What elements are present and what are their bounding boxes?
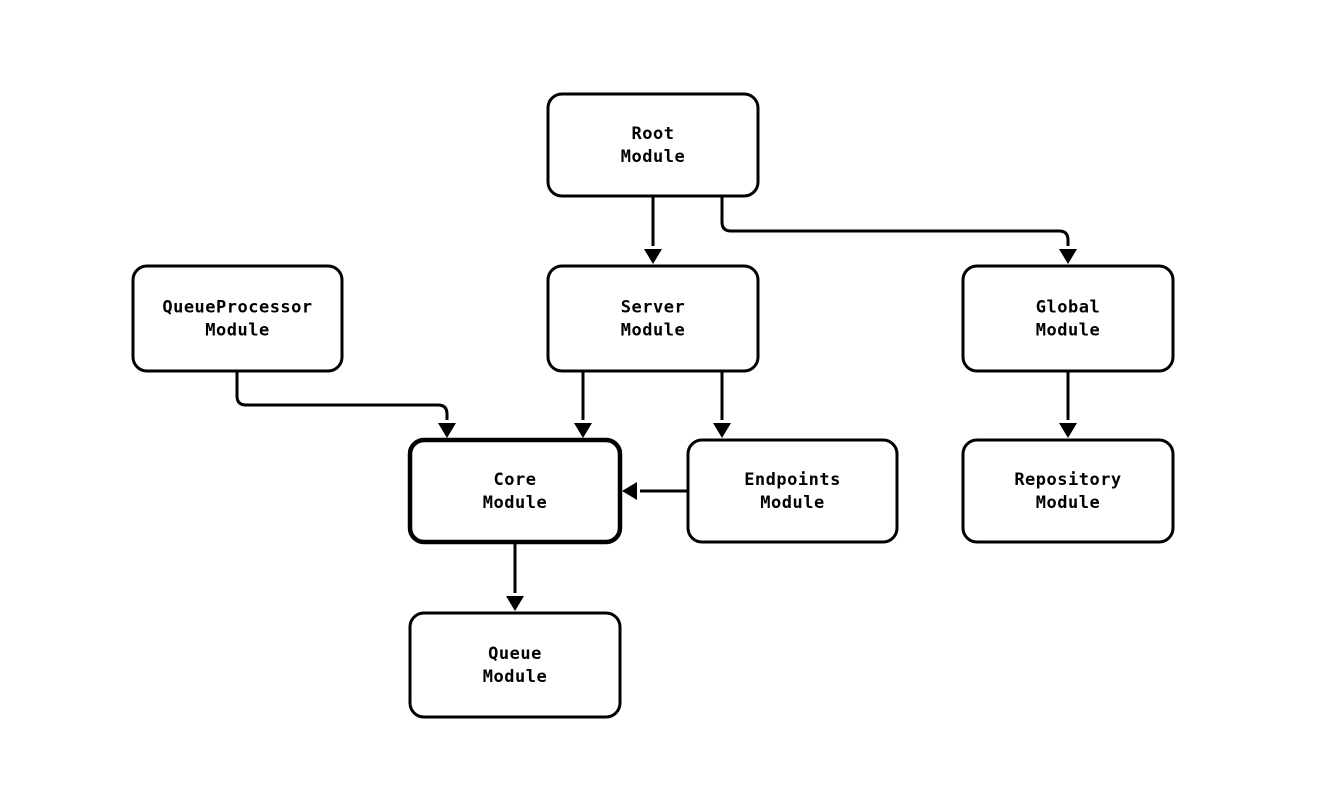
node-box[interactable] <box>546 92 760 198</box>
edge-layer <box>235 196 1077 611</box>
node-label-line1: Queue <box>488 644 542 664</box>
node-label-line1: Global <box>1036 298 1100 318</box>
node-label-line1: Repository <box>1014 470 1121 490</box>
node-label-line2: Module <box>205 321 269 341</box>
edge-endpoints-to-core <box>622 482 688 500</box>
edge-queueprocessor-to-core <box>235 371 456 438</box>
node-box[interactable] <box>961 438 1175 544</box>
edge-global-to-repository <box>1059 371 1077 438</box>
edge-server-to-endpoints <box>713 371 731 438</box>
node-label-line2: Module <box>621 321 685 341</box>
node-box[interactable] <box>546 264 760 373</box>
node-label-line2: Module <box>1036 493 1100 513</box>
node-label-line1: Endpoints <box>744 470 841 490</box>
edge-line <box>720 196 1070 246</box>
node-box[interactable] <box>131 264 344 373</box>
node-label-line2: Module <box>483 493 547 513</box>
node-label-line2: Module <box>483 667 547 687</box>
arrowhead-icon <box>1059 423 1077 438</box>
edge-root-to-global <box>720 196 1077 264</box>
edge-root-to-server <box>644 196 662 264</box>
node-label-line1: QueueProcessor <box>162 298 312 318</box>
arrowhead-icon <box>506 596 524 611</box>
arrowhead-icon <box>574 423 592 438</box>
edge-line <box>235 371 449 420</box>
arrowhead-icon <box>622 482 637 500</box>
node-label-line2: Module <box>760 493 824 513</box>
node-box[interactable] <box>407 437 623 545</box>
edge-core-to-queue <box>506 542 524 611</box>
node-box[interactable] <box>686 438 899 544</box>
arrowhead-icon <box>438 423 456 438</box>
node-label-line2: Module <box>1036 321 1100 341</box>
node-layer: RootModuleQueueProcessorModuleServerModu… <box>131 92 1175 719</box>
node-label-line1: Server <box>621 298 685 318</box>
arrowhead-icon <box>644 249 662 264</box>
node-label-line1: Core <box>494 470 537 490</box>
arrowhead-icon <box>713 423 731 438</box>
node-box[interactable] <box>408 611 622 719</box>
node-label-line1: Root <box>632 124 675 144</box>
node-box[interactable] <box>961 264 1175 373</box>
node-label-line2: Module <box>621 147 685 167</box>
arrowhead-icon <box>1059 249 1077 264</box>
edge-server-to-core <box>574 371 592 438</box>
